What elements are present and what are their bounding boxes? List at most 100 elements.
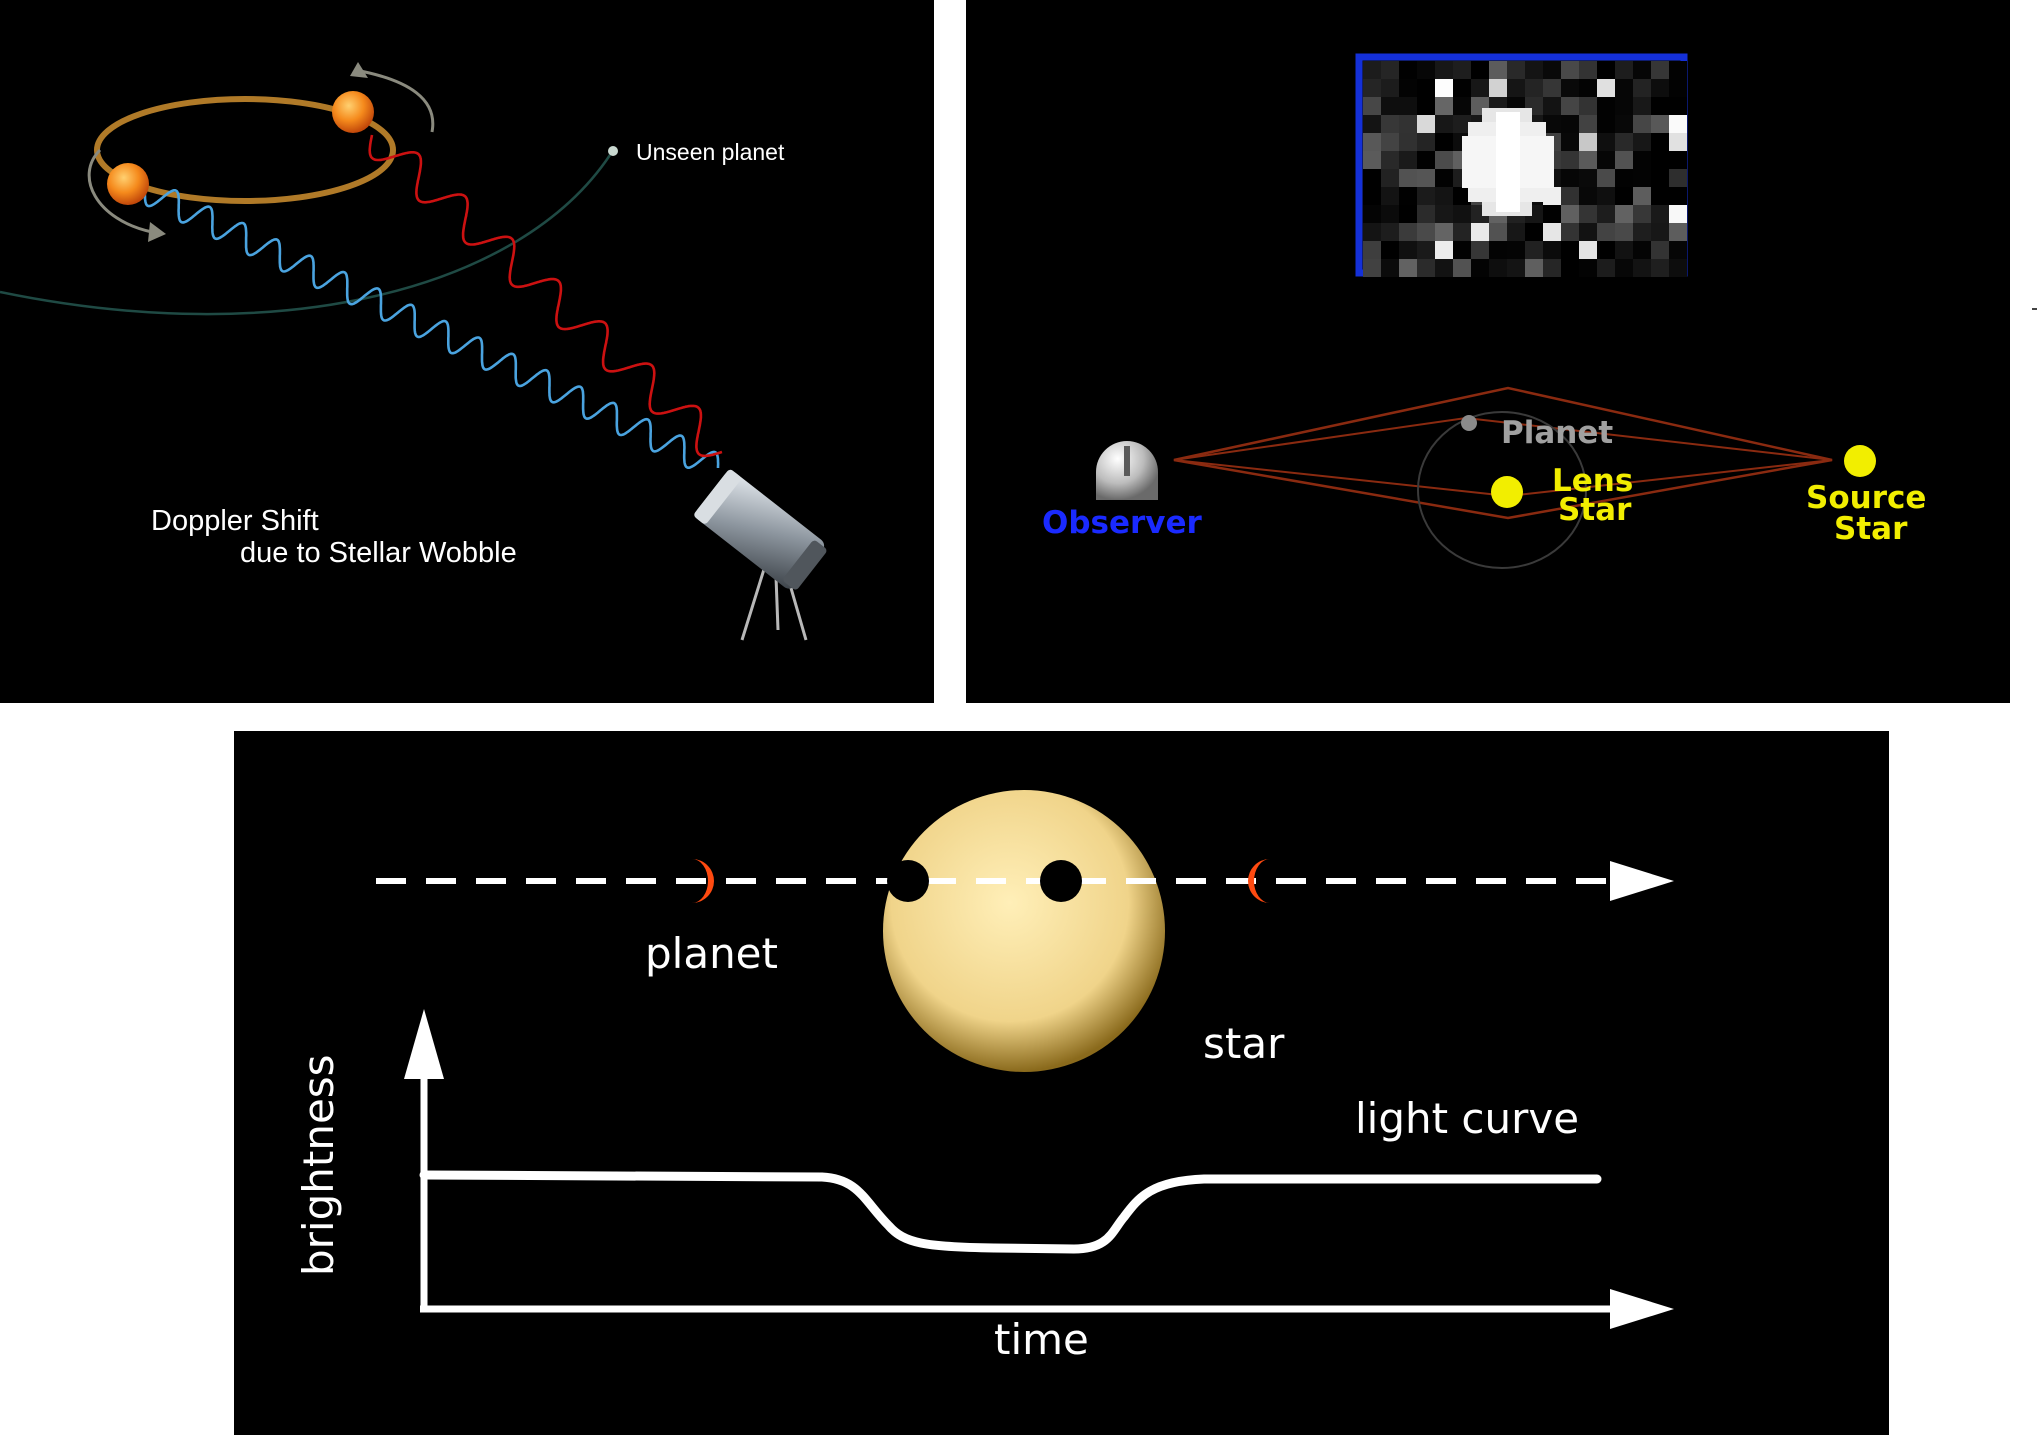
noise-pixel bbox=[1579, 115, 1597, 133]
noise-pixel bbox=[1417, 151, 1435, 169]
redshifted-wave bbox=[368, 134, 723, 458]
noise-pixel bbox=[1597, 241, 1615, 259]
noise-pixel bbox=[1615, 151, 1633, 169]
noise-pixel bbox=[1633, 187, 1651, 205]
noise-pixel bbox=[1669, 205, 1687, 223]
observatory-icon bbox=[1096, 441, 1158, 500]
noise-pixel bbox=[1633, 241, 1651, 259]
noise-pixel bbox=[1633, 133, 1651, 151]
noise-pixel bbox=[1651, 61, 1669, 79]
noise-pixel bbox=[1435, 115, 1453, 133]
lens-star-label-line1: Lens bbox=[1552, 463, 1634, 499]
planet-orbit bbox=[0, 154, 612, 316]
planet-dot bbox=[1461, 415, 1477, 431]
noise-pixel bbox=[1597, 115, 1615, 133]
noise-pixel bbox=[1651, 169, 1669, 187]
noise-pixel bbox=[1525, 259, 1543, 277]
noise-pixel bbox=[1615, 259, 1633, 277]
noise-pixel bbox=[1651, 151, 1669, 169]
noise-pixel bbox=[1399, 187, 1417, 205]
noise-pixel bbox=[1633, 223, 1651, 241]
caption-line2: due to Stellar Wobble bbox=[240, 537, 517, 569]
noise-pixel bbox=[1363, 133, 1381, 151]
noise-pixel bbox=[1633, 97, 1651, 115]
noise-pixel bbox=[1363, 223, 1381, 241]
noise-pixel bbox=[1615, 133, 1633, 151]
lensed-blob bbox=[1462, 108, 1554, 216]
noise-pixel bbox=[1399, 223, 1417, 241]
noise-pixel bbox=[1471, 79, 1489, 97]
transit-panel: planet star light curve brightness time bbox=[234, 731, 1889, 1435]
noise-pixel bbox=[1399, 151, 1417, 169]
planet-ingress bbox=[887, 860, 929, 902]
light-curve bbox=[419, 1170, 1602, 1254]
noise-pixel bbox=[1579, 61, 1597, 79]
noise-pixel bbox=[1669, 61, 1687, 79]
noise-pixel bbox=[1597, 151, 1615, 169]
noise-pixel bbox=[1417, 133, 1435, 151]
noise-pixel bbox=[1561, 133, 1579, 151]
noise-pixel bbox=[1597, 133, 1615, 151]
noise-pixel bbox=[1633, 205, 1651, 223]
noise-pixel bbox=[1561, 223, 1579, 241]
noise-pixel bbox=[1417, 97, 1435, 115]
noise-pixel bbox=[1435, 133, 1453, 151]
noise-pixel bbox=[1633, 151, 1651, 169]
noise-pixel bbox=[1435, 169, 1453, 187]
noise-pixel bbox=[1543, 115, 1561, 133]
noise-pixel bbox=[1453, 259, 1471, 277]
noise-pixel bbox=[1381, 187, 1399, 205]
noise-pixel bbox=[1435, 151, 1453, 169]
noise-pixel bbox=[1363, 187, 1381, 205]
noise-pixel bbox=[1399, 205, 1417, 223]
noise-pixel bbox=[1399, 97, 1417, 115]
noise-pixel bbox=[1363, 97, 1381, 115]
motion-arrow-left-head bbox=[148, 222, 166, 242]
noise-pixel bbox=[1489, 61, 1507, 79]
noise-pixel bbox=[1579, 259, 1597, 277]
noise-pixel bbox=[1363, 169, 1381, 187]
noise-pixel bbox=[1561, 241, 1579, 259]
noise-pixel bbox=[1597, 169, 1615, 187]
noise-pixel bbox=[1381, 259, 1399, 277]
noise-pixel bbox=[1633, 115, 1651, 133]
noise-pixel bbox=[1543, 79, 1561, 97]
noise-pixel bbox=[1525, 79, 1543, 97]
noise-pixel bbox=[1651, 241, 1669, 259]
edge-tick bbox=[2032, 308, 2037, 310]
noise-pixel bbox=[1597, 187, 1615, 205]
motion-arrow-right-head bbox=[350, 62, 368, 78]
unseen-planet-label: Unseen planet bbox=[636, 139, 785, 165]
noise-pixel bbox=[1381, 223, 1399, 241]
noise-pixel bbox=[1579, 97, 1597, 115]
noise-pixel bbox=[1615, 169, 1633, 187]
noise-pixel bbox=[1651, 79, 1669, 97]
noise-pixel bbox=[1417, 259, 1435, 277]
noise-pixel bbox=[1669, 187, 1687, 205]
noise-pixel bbox=[1561, 61, 1579, 79]
noise-pixel bbox=[1561, 205, 1579, 223]
planet-mid-transit bbox=[1040, 860, 1082, 902]
noise-pixel bbox=[1633, 79, 1651, 97]
noise-pixel bbox=[1561, 187, 1579, 205]
noise-pixel bbox=[1651, 187, 1669, 205]
microlensing-panel: Planet Lens Star Source Star Observer bbox=[966, 0, 2010, 703]
noise-pixel bbox=[1435, 187, 1453, 205]
light-curve-label: light curve bbox=[1355, 1094, 1580, 1143]
noise-pixel bbox=[1543, 61, 1561, 79]
noise-pixel bbox=[1381, 151, 1399, 169]
noise-pixel bbox=[1579, 151, 1597, 169]
noise-pixel bbox=[1651, 223, 1669, 241]
noise-pixel bbox=[1651, 205, 1669, 223]
noise-pixel bbox=[1579, 241, 1597, 259]
noise-pixel bbox=[1399, 259, 1417, 277]
caption-line1: Doppler Shift bbox=[151, 505, 319, 537]
star-disk bbox=[883, 790, 1165, 1072]
noise-pixel bbox=[1507, 61, 1525, 79]
noise-pixel bbox=[1489, 259, 1507, 277]
noise-pixel bbox=[1633, 259, 1651, 277]
source-star-label-line2: Star bbox=[1834, 511, 1908, 547]
noise-pixel bbox=[1417, 187, 1435, 205]
noise-pixel bbox=[1597, 97, 1615, 115]
noise-pixel bbox=[1579, 133, 1597, 151]
